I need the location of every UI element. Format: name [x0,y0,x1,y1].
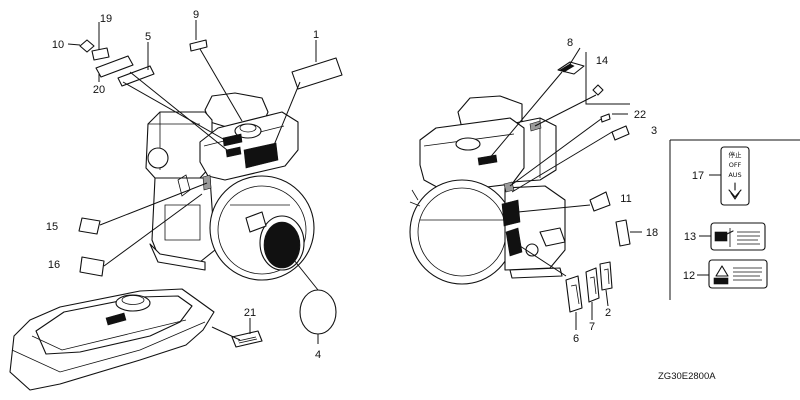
callout-5: 5 [145,31,151,43]
callout-numbers: 1 2 3 4 5 6 7 8 9 10 11 12 13 14 15 16 1… [46,9,704,361]
callout-8: 8 [567,37,573,49]
part-20-label [95,55,134,78]
part-2-label [599,261,613,291]
left-engine [145,92,315,281]
callout-20: 20 [93,84,105,96]
part-9-label [189,39,208,52]
detail-panel: 停止 OFF AUS [669,139,800,300]
callout-12: 12 [683,270,695,282]
part-18-label [615,219,631,247]
part-1-label [291,57,343,90]
part-4-seal [299,289,337,335]
callout-4: 4 [315,349,321,361]
right-engine [409,95,566,285]
callout-3: 3 [651,125,657,137]
callout-9: 9 [193,9,199,21]
loose-fuel-tank [9,288,263,391]
part-5-label [117,65,155,87]
callout-19: 19 [100,13,112,25]
part-19-label [91,47,110,61]
callout-6: 6 [573,333,579,345]
warning-triangle-icon [713,265,729,285]
callout-1: 1 [313,29,319,41]
callout-18: 18 [646,227,658,239]
part-16-label [79,256,105,277]
part-7-label [585,267,600,303]
callout-21: 21 [244,307,256,319]
part-22-label [600,113,611,123]
callout-14: 14 [596,55,608,67]
switch-label-aus: AUS [728,171,741,179]
part-3-label [611,125,630,141]
right-engine-labels [557,61,631,313]
switch-label-off: OFF [729,161,742,169]
callout-17: 17 [692,170,704,182]
part-6-label [565,275,583,313]
callout-2: 2 [605,307,611,319]
callout-11: 11 [620,193,631,205]
leader-lines [67,20,721,344]
callout-7: 7 [589,321,595,333]
callout-22: 22 [634,109,646,121]
part-14-label [592,84,604,96]
callout-10: 10 [52,39,64,51]
part-11-label [589,191,611,212]
part-10-label [79,39,95,53]
callout-16: 16 [48,259,60,271]
part-15-label [78,217,101,235]
part-17-switch-label [720,146,750,206]
left-engine-labels [78,39,343,335]
drawing-code: ZG30E2800A [658,371,716,382]
switch-arrow-icon [728,182,742,200]
switch-label-kanji: 停止 [729,150,743,159]
callout-15: 15 [46,221,58,233]
callout-13: 13 [684,231,696,243]
